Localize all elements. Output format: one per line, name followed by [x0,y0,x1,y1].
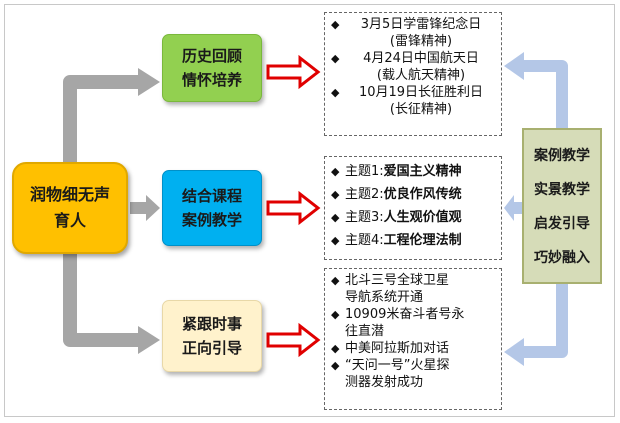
blue-arrow-down [522,284,568,358]
diamond-bullet-icon: ◆ [331,165,340,178]
gray-arrow-down [63,252,140,347]
history-item-line2: (长征精神) [389,102,453,117]
news-item-line2: 导航系统开通 [345,290,424,305]
theme-prefix: 主题1: [345,164,384,179]
node-current: 紧跟时事 正向引导 [162,300,262,372]
history-item-line1: 3月5日学雷锋纪念日 [360,17,482,32]
history-item-line1: 4月24日中国航天日 [363,51,479,66]
method-item: 巧妙融入 [534,250,590,266]
history-item: ◆ 10月19日长征胜利日 (长征精神) [331,84,497,118]
news-item-line1: “天问一号”火星探 [345,358,450,373]
diamond-bullet-icon: ◆ [331,86,340,99]
node-current-line2: 正向引导 [181,339,242,357]
gray-arrowhead-up [138,68,160,96]
red-arrow-3 [266,322,321,358]
news-item-line1: 北斗三号全球卫星 [345,273,450,288]
theme-title: 工程伦理法制 [383,233,462,248]
theme-item: ◆ 主题1:爱国主义精神 [331,163,497,180]
history-item-line1: 10月19日长征胜利日 [358,85,484,100]
node-history: 历史回顾 情怀培养 [162,34,262,102]
node-current-line1: 紧跟时事 [181,315,242,333]
diamond-bullet-icon: ◆ [331,274,340,287]
blue-arrow-up [522,60,568,128]
red-arrow-1 [266,54,321,90]
diagram-frame [4,4,615,417]
node-course: 结合课程 案例教学 [162,170,262,246]
method-box: 案例教学 实景教学 启发引导 巧妙融入 [522,128,602,284]
diamond-bullet-icon: ◆ [331,234,340,247]
red-arrow-2 [266,190,321,226]
diamond-bullet-icon: ◆ [331,52,340,65]
gray-arrow-up [63,75,140,164]
node-course-line1: 结合课程 [181,187,242,205]
news-item-line1: 中美阿拉斯加对话 [345,341,450,356]
history-item: ◆ 3月5日学雷锋纪念日 (雷锋精神) [331,16,497,50]
node-course-line2: 案例教学 [181,211,242,229]
news-item-line2: 测器发射成功 [345,375,424,390]
history-box: ◆ 3月5日学雷锋纪念日 (雷锋精神) ◆ 4月24日中国航天日 (载人航天精神… [324,12,502,136]
blue-arrowhead-up [504,52,524,80]
node-history-line1: 历史回顾 [181,47,242,65]
news-item: ◆ 中美阿拉斯加对话 [331,340,497,357]
news-item: ◆ 10909米奋斗者号永 往直潜 [331,306,497,340]
diamond-bullet-icon: ◆ [331,188,340,201]
method-item: 启发引导 [534,216,590,232]
theme-prefix: 主题4: [345,233,384,248]
theme-prefix: 主题2: [345,187,384,202]
history-item: ◆ 4月24日中国航天日 (载人航天精神) [331,50,497,84]
diamond-bullet-icon: ◆ [331,18,340,31]
theme-title: 人生观价值观 [383,210,462,225]
diamond-bullet-icon: ◆ [331,359,340,372]
theme-prefix: 主题3: [345,210,384,225]
history-item-line2: (雷锋精神) [389,34,453,49]
news-item: ◆ “天问一号”火星探 测器发射成功 [331,357,497,391]
diamond-bullet-icon: ◆ [331,342,340,355]
news-box: ◆ 北斗三号全球卫星 导航系统开通 ◆ 10909米奋斗者号永 往直潜 ◆ 中美… [324,268,502,410]
node-history-line2: 情怀培养 [181,71,242,89]
theme-item: ◆ 主题4:工程伦理法制 [331,232,497,249]
gray-arrowhead-down [138,326,160,354]
theme-box: ◆ 主题1:爱国主义精神 ◆ 主题2:优良作风传统 ◆ 主题3:人生观价值观 ◆… [324,156,502,260]
news-item-line1: 10909米奋斗者号永 [345,307,465,322]
diamond-bullet-icon: ◆ [331,211,340,224]
theme-title: 爱国主义精神 [383,164,462,179]
theme-title: 优良作风传统 [383,187,462,202]
theme-item: ◆ 主题2:优良作风传统 [331,186,497,203]
gray-arrow-middle [130,195,160,221]
news-item: ◆ 北斗三号全球卫星 导航系统开通 [331,272,497,306]
method-item: 实景教学 [534,182,590,198]
method-item: 案例教学 [534,148,590,164]
root-label-line2: 育人 [53,211,86,230]
theme-item: ◆ 主题3:人生观价值观 [331,209,497,226]
news-item-line2: 往直潜 [345,324,385,339]
blue-arrow-middle [504,195,522,221]
root-label-line1: 润物细无声 [29,185,110,204]
diamond-bullet-icon: ◆ [331,308,340,321]
history-item-line2: (载人航天精神) [376,68,466,83]
root-node: 润物细无声 育人 [12,162,128,254]
blue-arrowhead-down [504,338,524,366]
